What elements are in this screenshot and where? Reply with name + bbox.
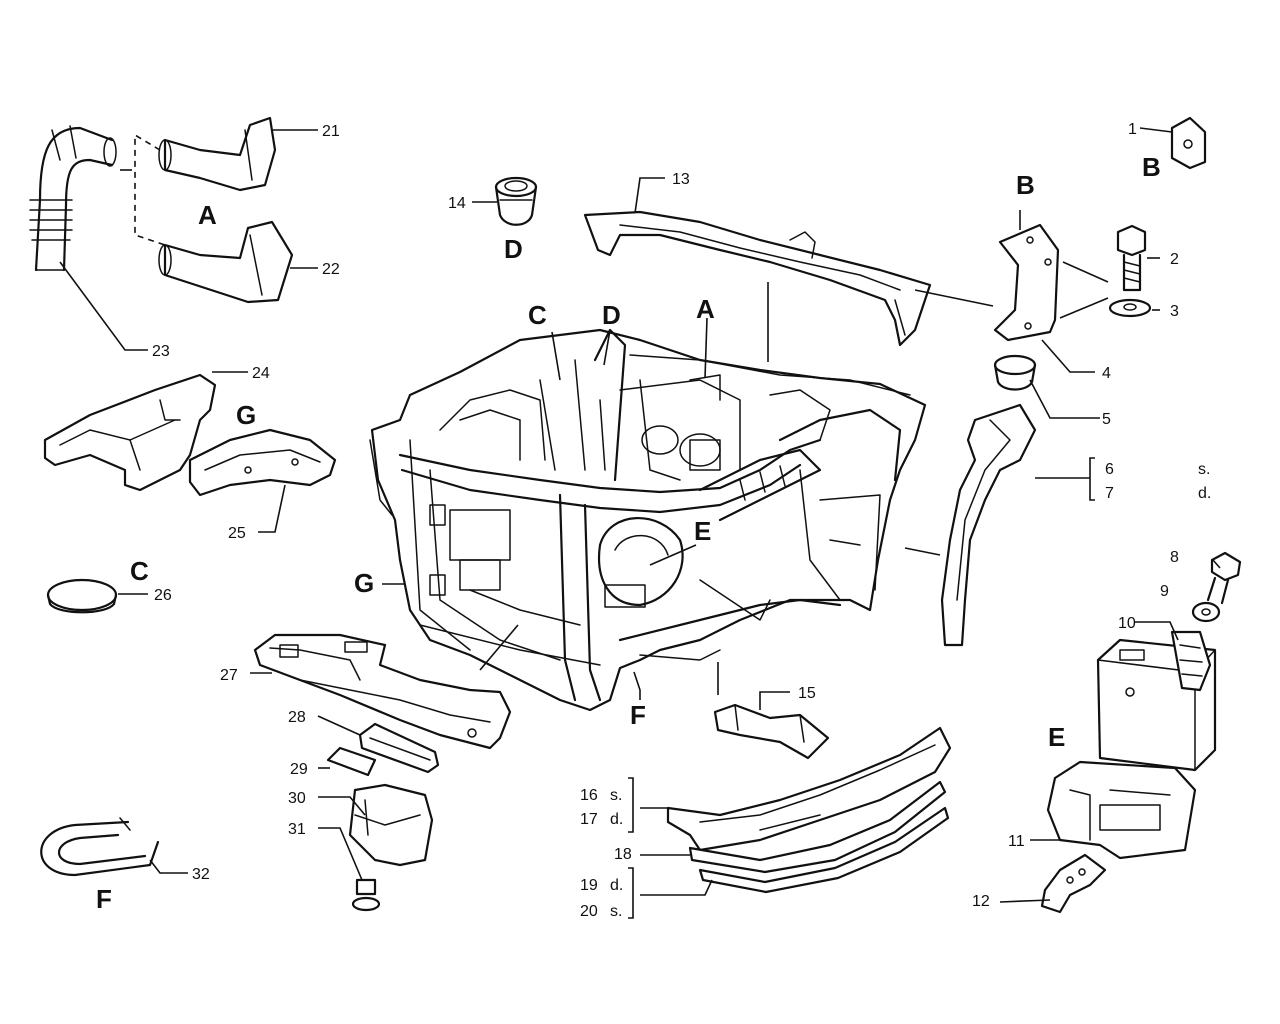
part-30-mount: [348, 783, 434, 867]
label-24: 24: [252, 365, 270, 382]
part-28-pad: [358, 722, 440, 774]
label-30: 30: [288, 790, 306, 807]
side-label-7: d.: [1198, 485, 1211, 502]
side-label-17: d.: [610, 811, 623, 828]
part-15-support: [713, 703, 830, 760]
side-label-19: d.: [610, 877, 623, 894]
label-6: 6: [1105, 461, 1114, 478]
label-19: 19: [580, 877, 598, 894]
label-9: 9: [1160, 583, 1169, 600]
label-7: 7: [1105, 485, 1114, 502]
label-14: 14: [448, 195, 466, 212]
label-16: 16: [580, 787, 598, 804]
letter-A-elbows: A: [198, 200, 217, 230]
part-14-grommet: [494, 176, 538, 226]
label-31: 31: [288, 821, 306, 838]
letter-D-body: D: [602, 300, 621, 330]
label-13: 13: [672, 171, 690, 188]
part-13-cross-member: [583, 210, 932, 347]
label-27: 27: [220, 667, 238, 684]
label-28: 28: [288, 709, 306, 726]
part-16-17-bumper-beam: [666, 726, 952, 852]
side-label-6: s.: [1198, 461, 1210, 478]
label-11: 11: [1008, 833, 1025, 850]
label-21: 21: [322, 123, 340, 140]
label-29: 29: [290, 761, 308, 778]
part-21-elbow: [158, 116, 277, 192]
front-body-shell: [369, 328, 927, 712]
leader-lines: [59, 127, 1221, 919]
part-25-bracket: [188, 428, 337, 497]
letter-C-body: C: [528, 300, 547, 330]
letter-G-body: G: [354, 568, 374, 598]
part-11-tray: [1046, 760, 1197, 860]
part-12-clamp: [1040, 853, 1107, 914]
assembly-arrows: [382, 210, 1109, 700]
part-23-hose: [29, 125, 117, 272]
label-26: 26: [154, 587, 172, 604]
label-20: 20: [580, 903, 598, 920]
label-5: 5: [1102, 411, 1111, 428]
letter-G-brackets: G: [236, 400, 256, 430]
part-6-7-side-panel: [940, 403, 1037, 647]
part-number-labels: 1 2 3 4 5 6 7 8 9 10 11 12 13 14 15 16 1…: [152, 121, 1179, 920]
letter-D-grommet: D: [504, 234, 523, 264]
side-labels: s. d. s. d. d. s.: [610, 461, 1211, 920]
part-22-elbow: [158, 220, 294, 304]
part-19-20-strip: [698, 806, 950, 894]
part-27-lower-rail: [253, 633, 512, 750]
letter-A-body: A: [696, 294, 715, 324]
part-26-cap: [46, 578, 118, 614]
label-23: 23: [152, 343, 170, 360]
part-4-bracket: [993, 223, 1060, 342]
part-24-bracket: [43, 373, 217, 492]
label-1: 1: [1128, 121, 1137, 138]
part-18-strip: [688, 780, 947, 874]
letter-E-battery: E: [1048, 722, 1065, 752]
part-1-nut: [1170, 116, 1207, 170]
label-10: 10: [1118, 615, 1136, 632]
label-18: 18: [614, 846, 632, 863]
part-32-clip: [40, 817, 160, 877]
detail-letters: A A B B C C D D E E F F G G: [96, 152, 1161, 914]
label-2: 2: [1170, 251, 1179, 268]
side-label-20: s.: [610, 903, 622, 920]
part-5-bumper: [993, 354, 1037, 391]
part-2-bolt: [1116, 224, 1147, 292]
part-8-bolt: [1206, 551, 1242, 605]
letter-E-body: E: [694, 516, 711, 546]
label-12: 12: [972, 893, 990, 910]
label-17: 17: [580, 811, 598, 828]
part-29-plate: [326, 746, 377, 777]
part-31-bolt: [351, 878, 381, 912]
label-32: 32: [192, 866, 210, 883]
letter-F-clip: F: [96, 884, 112, 914]
label-25: 25: [228, 525, 246, 542]
letter-B-nut: B: [1142, 152, 1161, 182]
label-3: 3: [1170, 303, 1179, 320]
label-4: 4: [1102, 365, 1111, 382]
label-22: 22: [322, 261, 340, 278]
part-9-washer: [1191, 601, 1221, 623]
part-10-battery: [1096, 630, 1217, 772]
part-3-washer: [1108, 298, 1152, 318]
letter-F-body: F: [630, 700, 646, 730]
letter-B-bracket: B: [1016, 170, 1035, 200]
label-15: 15: [798, 685, 816, 702]
label-8: 8: [1170, 549, 1179, 566]
letter-C-cap: C: [130, 556, 149, 586]
side-label-16: s.: [610, 787, 622, 804]
